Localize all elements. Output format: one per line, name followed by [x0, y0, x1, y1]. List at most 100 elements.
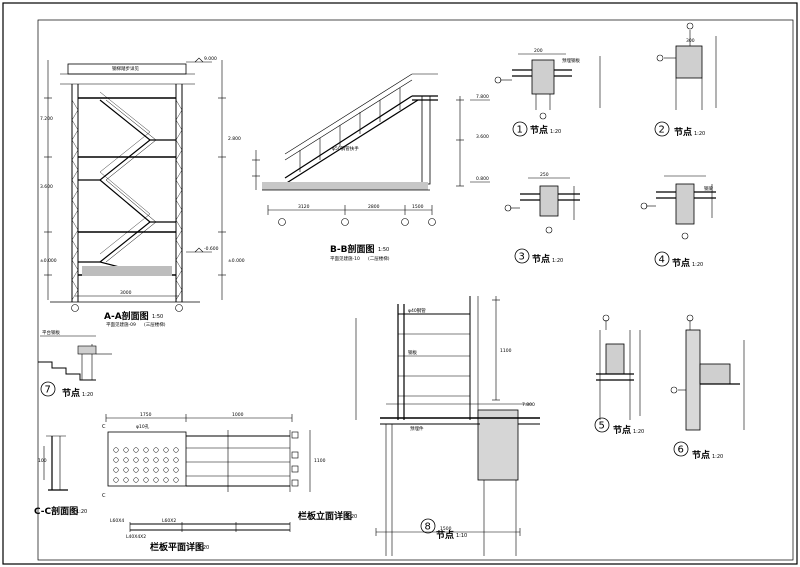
aa-scale: 1:50: [152, 314, 163, 320]
aa-elev-neg: -0.600: [204, 246, 219, 252]
bb-ref2: (二层楼梯): [368, 255, 390, 262]
node-6-drawing: [670, 314, 745, 431]
node-8-label: 节点: [436, 529, 454, 541]
node-2-number: 2: [659, 125, 665, 136]
n8-pipe-note: φ40钢管: [408, 307, 426, 314]
bb-elev-c: 0.800: [476, 176, 489, 182]
bb-scale: 1:50: [378, 247, 389, 253]
n8-plate-note: 钢板: [408, 349, 417, 356]
node-7-scale: 1:20: [82, 392, 93, 398]
section-aa: [44, 57, 226, 312]
node-1-number: 1: [517, 125, 523, 136]
aa-left-elev-1: 7.200: [40, 116, 53, 122]
c-mark-top: C: [102, 424, 106, 430]
rail-plan-title: 栏板平面详图: [150, 541, 204, 553]
rail-plan-scale: 1:20: [198, 545, 209, 551]
railing-plan: [129, 522, 291, 532]
node-5-drawing: [596, 314, 641, 420]
rail-elev-scale: 1:20: [346, 514, 357, 520]
node-7-label: 节点: [62, 387, 80, 399]
node-5-scale: 1:20: [633, 429, 644, 435]
rail-plan-dim-1: 1750: [140, 412, 152, 418]
aa-ref2: (三层楼梯): [144, 321, 166, 328]
cc-dim: 100: [38, 458, 47, 464]
cc-title: C-C剖面图: [34, 505, 78, 517]
section-cc: [43, 435, 68, 491]
sheet-inner-border: [37, 19, 794, 561]
aa-title: A-A剖面图: [104, 310, 149, 322]
n8-v-dim: 1100: [500, 348, 512, 354]
aa-left-elev-3: ±0.000: [40, 258, 57, 264]
node-label-3: 3 节点 1:20: [514, 248, 563, 265]
node-4-label: 节点: [672, 257, 690, 269]
node-3-label: 节点: [532, 253, 550, 265]
section-bb: [252, 73, 490, 226]
n8-anchor-note: 预埋件: [410, 425, 424, 432]
node-dim-a: 200: [534, 48, 543, 54]
cc-note-top: 平台钢板: [42, 329, 60, 336]
node-note-1: 预埋钢板: [562, 57, 580, 64]
aa-dim-bottom: 3000: [120, 290, 132, 296]
node-6-scale: 1:20: [712, 454, 723, 460]
node-label-4: 4 节点 1:20: [654, 251, 703, 269]
node-dim-b: 300: [686, 38, 695, 44]
rail-plan-label-1: L60X4: [110, 518, 124, 524]
bb-dim-2: 2800: [368, 204, 380, 210]
node-5-number: 5: [599, 421, 605, 432]
node-label-5: 5 节点 1:20: [594, 417, 644, 436]
node-2-label: 节点: [674, 126, 692, 138]
rail-hole-note: φ10孔: [136, 423, 150, 430]
bb-elev-a: 7.800: [476, 94, 489, 100]
node-7-drawing: [38, 335, 112, 381]
rail-plan-dim-2: 1000: [232, 412, 244, 418]
rail-plan-label-3: L60X2: [162, 518, 176, 524]
node-3-scale: 1:20: [552, 258, 563, 264]
bb-rail-note: φ50钢管扶手: [332, 145, 359, 152]
bb-ref: 平面见建施-10: [330, 255, 360, 262]
node-1-scale: 1:20: [550, 129, 561, 135]
bb-dim-3: 1500: [412, 204, 424, 210]
aa-ref: 平面见建施-09: [106, 321, 136, 328]
railing-elevation: [105, 414, 311, 492]
node-1-label: 节点: [530, 124, 548, 136]
bb-dim-1: 3120: [298, 204, 310, 210]
node-label-1: 1 节点 1:20: [512, 121, 561, 137]
node-7-number: 7: [45, 385, 51, 396]
node-5-label: 节点: [613, 424, 631, 436]
bb-title: B-B剖面图: [330, 243, 374, 255]
aa-steel-note: 钢梯踏步详见: [112, 65, 139, 72]
node-6-label: 节点: [692, 449, 710, 461]
c-mark-bottom: C: [102, 493, 106, 499]
node-4-number: 4: [659, 255, 665, 266]
node-6-number: 6: [678, 445, 684, 456]
rail-plan-label-2: L40X4X2: [126, 534, 146, 540]
rail-v-dim: 1100: [314, 458, 326, 464]
node-2-scale: 1:20: [694, 131, 705, 137]
node-3-drawing: [504, 177, 580, 234]
node-8-scale: 1:10: [456, 533, 467, 539]
aa-left-elev-2: 3.600: [40, 184, 53, 190]
aa-elev-mid: 2.800: [228, 136, 241, 142]
node-label-8: 8 节点 1:10: [420, 518, 467, 541]
aa-elev-top: 9.000: [204, 56, 217, 62]
node-1-drawing: [494, 53, 601, 120]
node-label-6: 6 节点 1:20: [673, 441, 723, 461]
node-label-2: 2 节点 1:20: [654, 121, 705, 138]
node-dim-c: 250: [540, 172, 549, 178]
perforation-holes: [113, 447, 179, 483]
n8-bottom-dim: 1500: [440, 526, 452, 532]
node-4-scale: 1:20: [692, 262, 703, 268]
node-3-number: 3: [519, 252, 525, 263]
node-label-7: 7 节点 1:20: [40, 381, 93, 399]
aa-elev-low: ±0.000: [228, 258, 245, 264]
node-4-drawing: [640, 175, 716, 240]
rail-elev-title: 栏板立面详图: [298, 510, 352, 522]
node-2-drawing: [656, 22, 717, 110]
bb-elev-b: 3.600: [476, 134, 489, 140]
node-8-drawing: [355, 296, 540, 556]
cc-scale: 1:20: [76, 509, 87, 515]
n8-elev: 7.800: [522, 402, 535, 408]
node-note-2: 钢梁: [704, 185, 713, 192]
